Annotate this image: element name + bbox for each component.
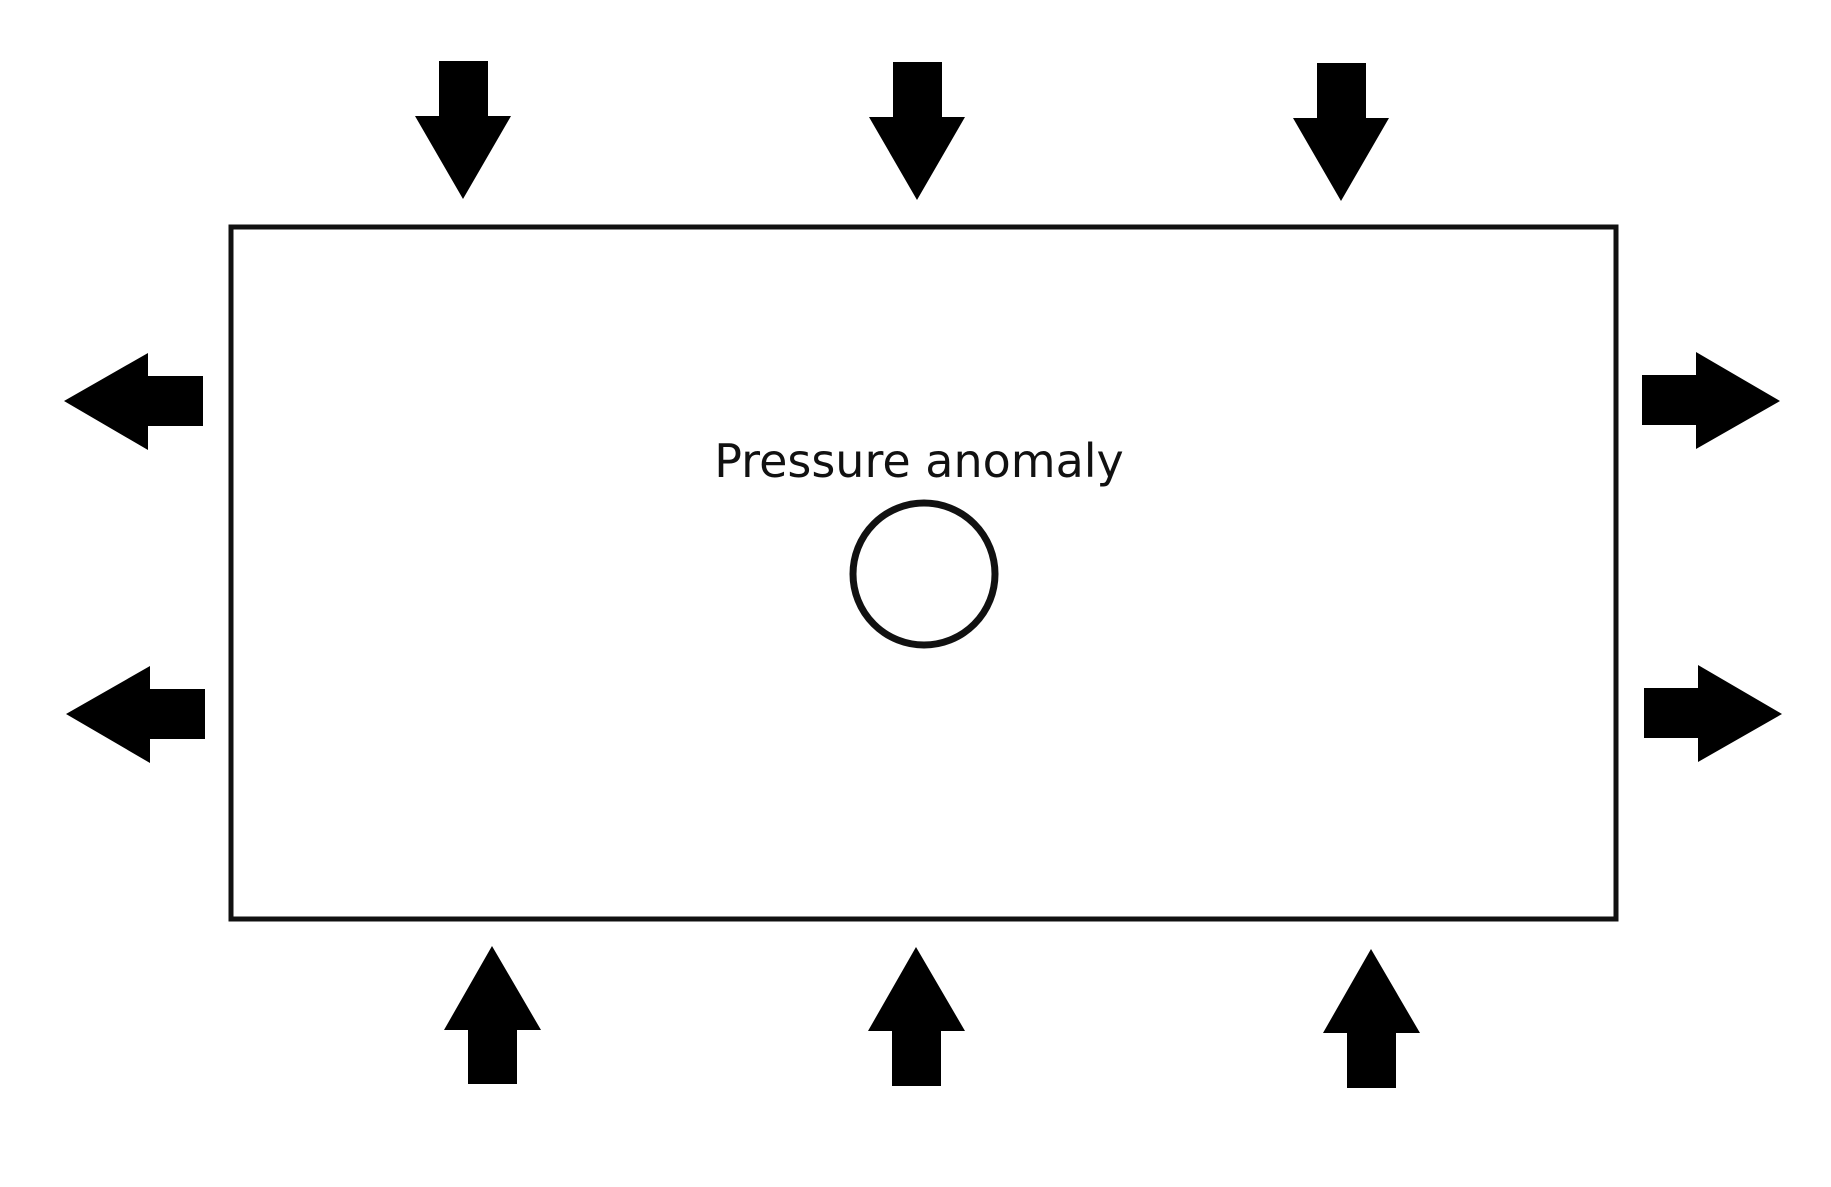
arrow-right-icon [1642, 352, 1780, 449]
arrow-up-icon [868, 947, 965, 1086]
arrow-left-icon [66, 666, 205, 763]
arrow-up-icon [444, 946, 541, 1084]
arrow-left-icon [64, 353, 203, 450]
domain-box [228, 224, 1619, 922]
arrow-down-icon [1293, 63, 1389, 201]
arrow-up-icon [1323, 949, 1420, 1088]
arrow-right-icon [1644, 665, 1782, 762]
pressure-anomaly-circle [849, 499, 999, 649]
pressure-anomaly-label: Pressure anomaly [714, 434, 1124, 488]
arrow-down-icon [869, 62, 965, 200]
arrow-down-icon [415, 61, 511, 199]
